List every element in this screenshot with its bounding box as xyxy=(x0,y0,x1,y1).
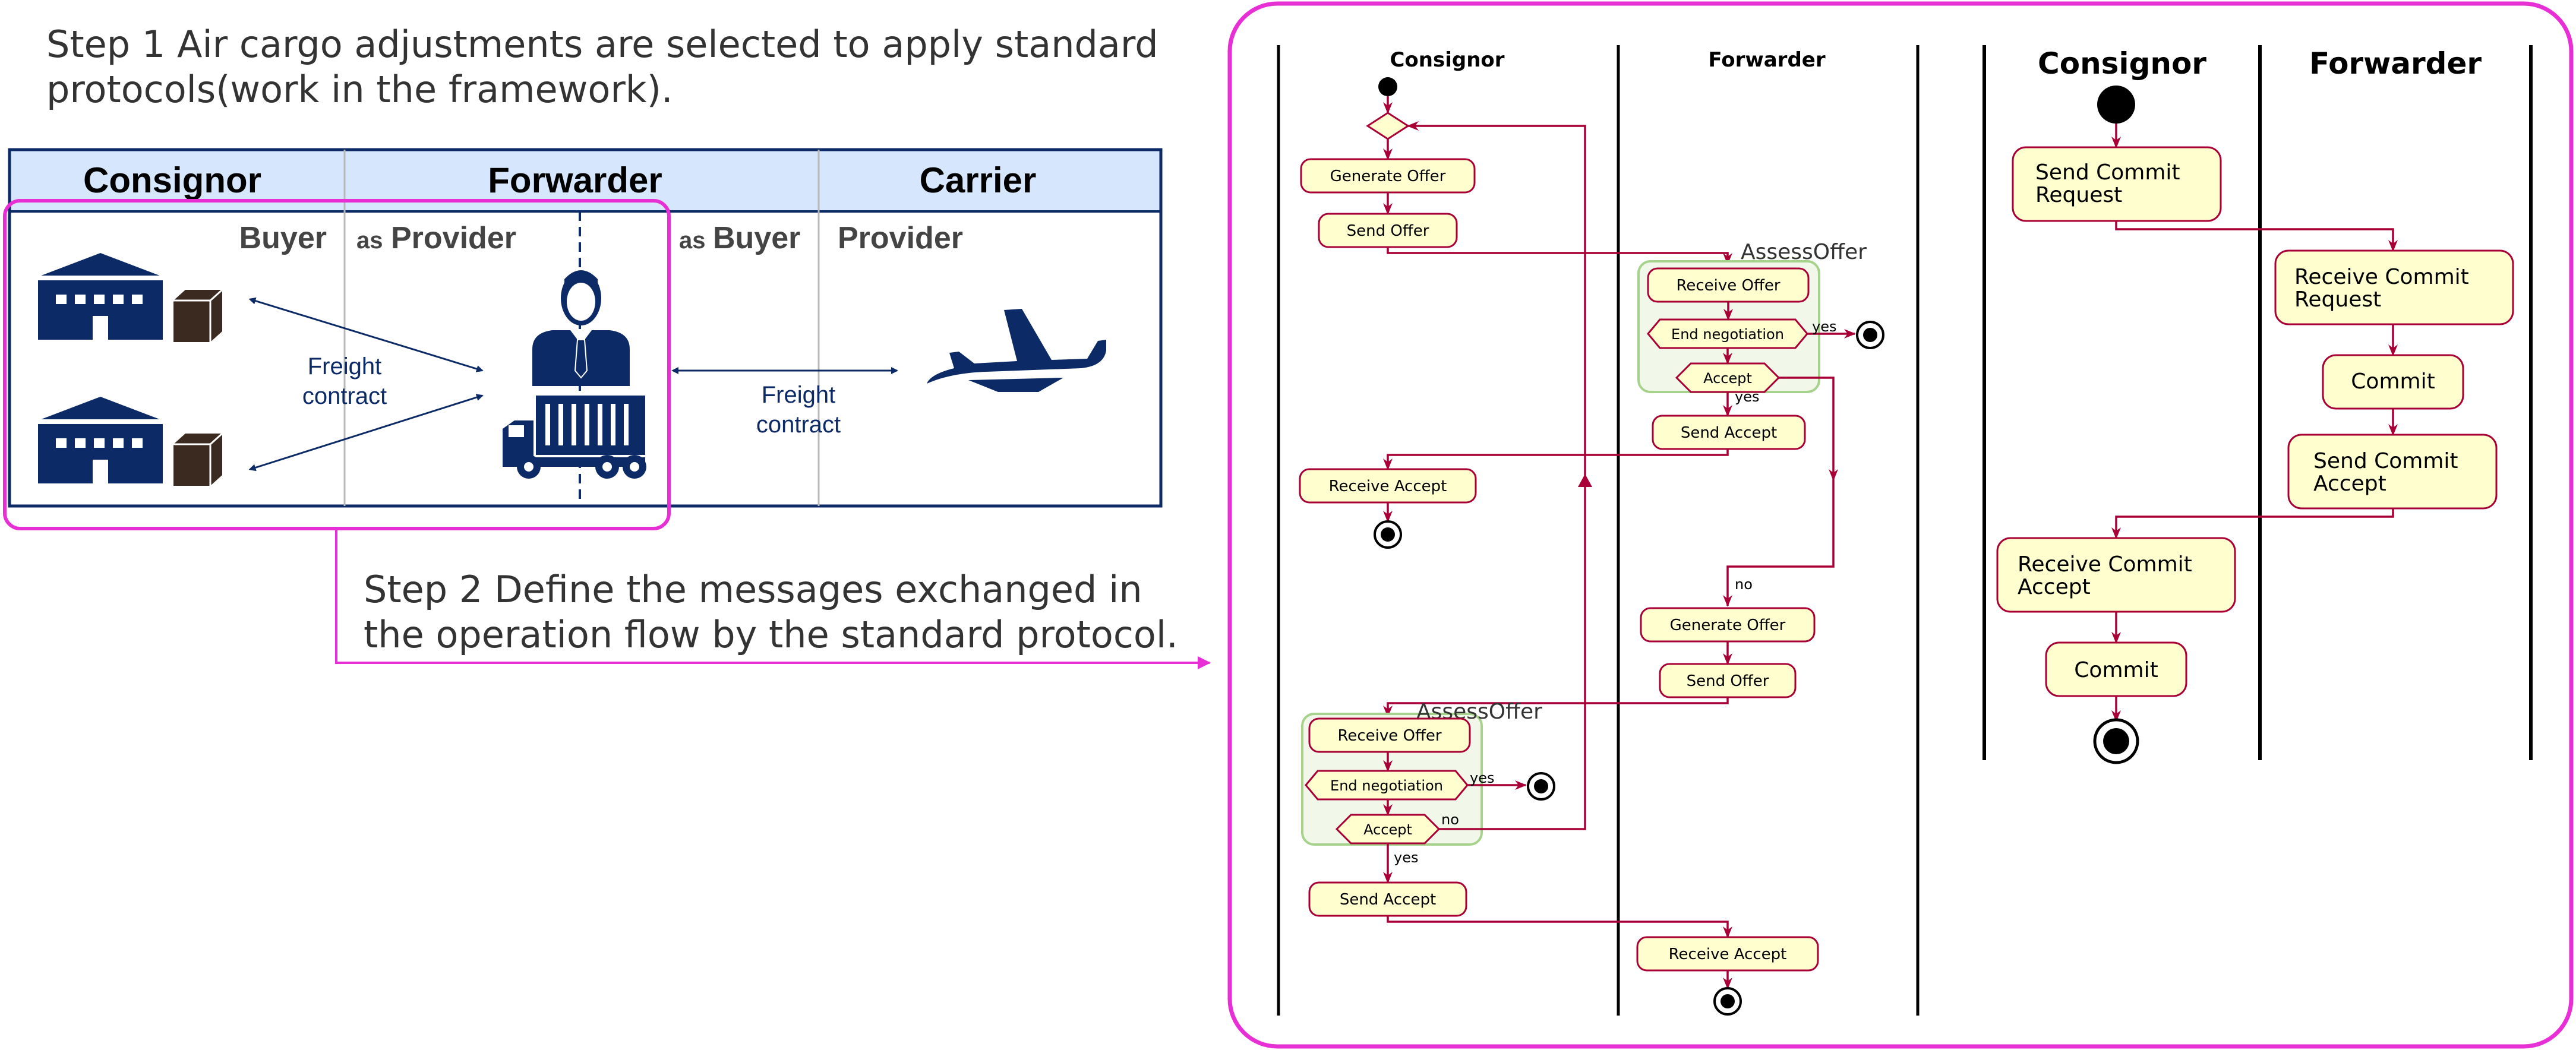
label-send-commit-request-2: Request xyxy=(2035,183,2122,207)
label-send-commit-accept-1: Send Commit xyxy=(2313,449,2458,473)
guard-yes-1: yes xyxy=(1812,318,1836,335)
merge-node xyxy=(1366,112,1410,140)
commit-activity-diagram: Consignor Forwarder Send Commit Request … xyxy=(1982,45,2533,764)
label-send-offer-1: Send Offer xyxy=(1347,222,1429,240)
activity-diagram-panel xyxy=(1227,1,2574,1049)
freight-contract-left-1: Freight xyxy=(308,353,382,379)
step2-line1: Step 2 Define the messages exchanged in xyxy=(364,568,1142,611)
role-as-1: as xyxy=(356,227,383,254)
role-as-2: as xyxy=(679,227,706,254)
freight-contract-right-1: Freight xyxy=(762,382,836,408)
activity-send-accept-1 xyxy=(1652,415,1806,450)
freight-contract-arrow-lower xyxy=(248,394,484,472)
label-send-commit-accept-2: Accept xyxy=(2313,472,2386,496)
label-end-negotiation-2: End negotiation xyxy=(1330,777,1443,794)
label-receive-offer-1: Receive Offer xyxy=(1676,277,1780,295)
step-connector-arrow xyxy=(335,529,1211,669)
label-send-accept-2: Send Accept xyxy=(1340,891,1436,909)
label-receive-commit-request-2: Request xyxy=(2294,287,2381,312)
role-buyer-consignor: Buyer xyxy=(239,221,327,255)
table-border xyxy=(8,148,1163,508)
role-provider-forwarder: Provider xyxy=(391,221,516,255)
label-send-commit-request-1: Send Commit xyxy=(2035,160,2180,185)
label-receive-offer-2: Receive Offer xyxy=(1337,727,1441,745)
label-send-accept-1: Send Accept xyxy=(1681,424,1777,442)
label-generate-offer-2: Generate Offer xyxy=(1670,616,1786,634)
label-generate-offer-1: Generate Offer xyxy=(1330,167,1446,185)
freight-contract-arrow-upper xyxy=(248,297,484,372)
warehouse-icon xyxy=(38,253,163,340)
partition-label-1: AssessOffer xyxy=(1741,240,1867,264)
label-accept-1: Accept xyxy=(1703,370,1752,387)
label-receive-commit-accept-2: Accept xyxy=(2018,575,2091,599)
activity-receive-offer-2 xyxy=(1308,717,1471,753)
role-provider-carrier: Provider xyxy=(838,221,963,255)
step2-line2: the operation flow by the standard proto… xyxy=(364,613,1178,656)
box-icon xyxy=(172,432,223,487)
activity-receive-commit-request xyxy=(2274,249,2514,325)
label-accept-2: Accept xyxy=(1363,821,1412,838)
header-carrier: Carrier xyxy=(920,160,1037,200)
truck-container-icon xyxy=(503,396,646,479)
label-commit-2: Commit xyxy=(2074,658,2158,682)
label-commit-1: Commit xyxy=(2351,369,2435,394)
lane-consignor-2: Consignor xyxy=(2038,46,2206,81)
freight-contract-left-2: contract xyxy=(302,383,387,409)
label-end-negotiation-1: End negotiation xyxy=(1671,326,1784,343)
guard-yes-4: yes xyxy=(1394,849,1418,866)
header-forwarder: Forwarder xyxy=(488,160,662,200)
step1-line2: protocols(work in the framework). xyxy=(46,68,673,111)
header-consignor: Consignor xyxy=(83,160,261,200)
lane-consignor: Consignor xyxy=(1390,48,1504,72)
label-receive-commit-request-1: Receive Commit xyxy=(2294,265,2469,289)
start-node-2 xyxy=(2097,86,2135,124)
negotiation-activity-diagram: Consignor Forwarder Generate Offer Send … xyxy=(1277,45,1920,1016)
guard-no-1: no xyxy=(1735,576,1753,593)
stakeholder-table: Consignor Forwarder Carrier Buyer as Pro… xyxy=(8,148,1163,508)
lane-forwarder-2: Forwarder xyxy=(2309,46,2482,81)
guard-no-2: no xyxy=(1441,811,1459,828)
label-send-offer-2: Send Offer xyxy=(1687,672,1769,690)
label-receive-accept-2: Receive Accept xyxy=(1669,945,1787,963)
guard-yes-3: yes xyxy=(1470,770,1494,786)
start-node xyxy=(1378,77,1397,96)
role-buyer-forwarder: Buyer xyxy=(713,221,800,255)
freight-contract-right-2: contract xyxy=(756,412,841,438)
airplane-icon xyxy=(927,309,1106,392)
box-icon xyxy=(172,289,223,343)
guard-yes-2: yes xyxy=(1735,388,1759,405)
lane-forwarder: Forwarder xyxy=(1708,48,1825,72)
step1-line1: Step 1 Air cargo adjustments are selecte… xyxy=(46,23,1158,66)
person-icon xyxy=(532,270,630,386)
label-receive-commit-accept-1: Receive Commit xyxy=(2018,552,2192,577)
warehouse-icon xyxy=(38,397,163,483)
label-receive-accept-1: Receive Accept xyxy=(1329,477,1447,495)
